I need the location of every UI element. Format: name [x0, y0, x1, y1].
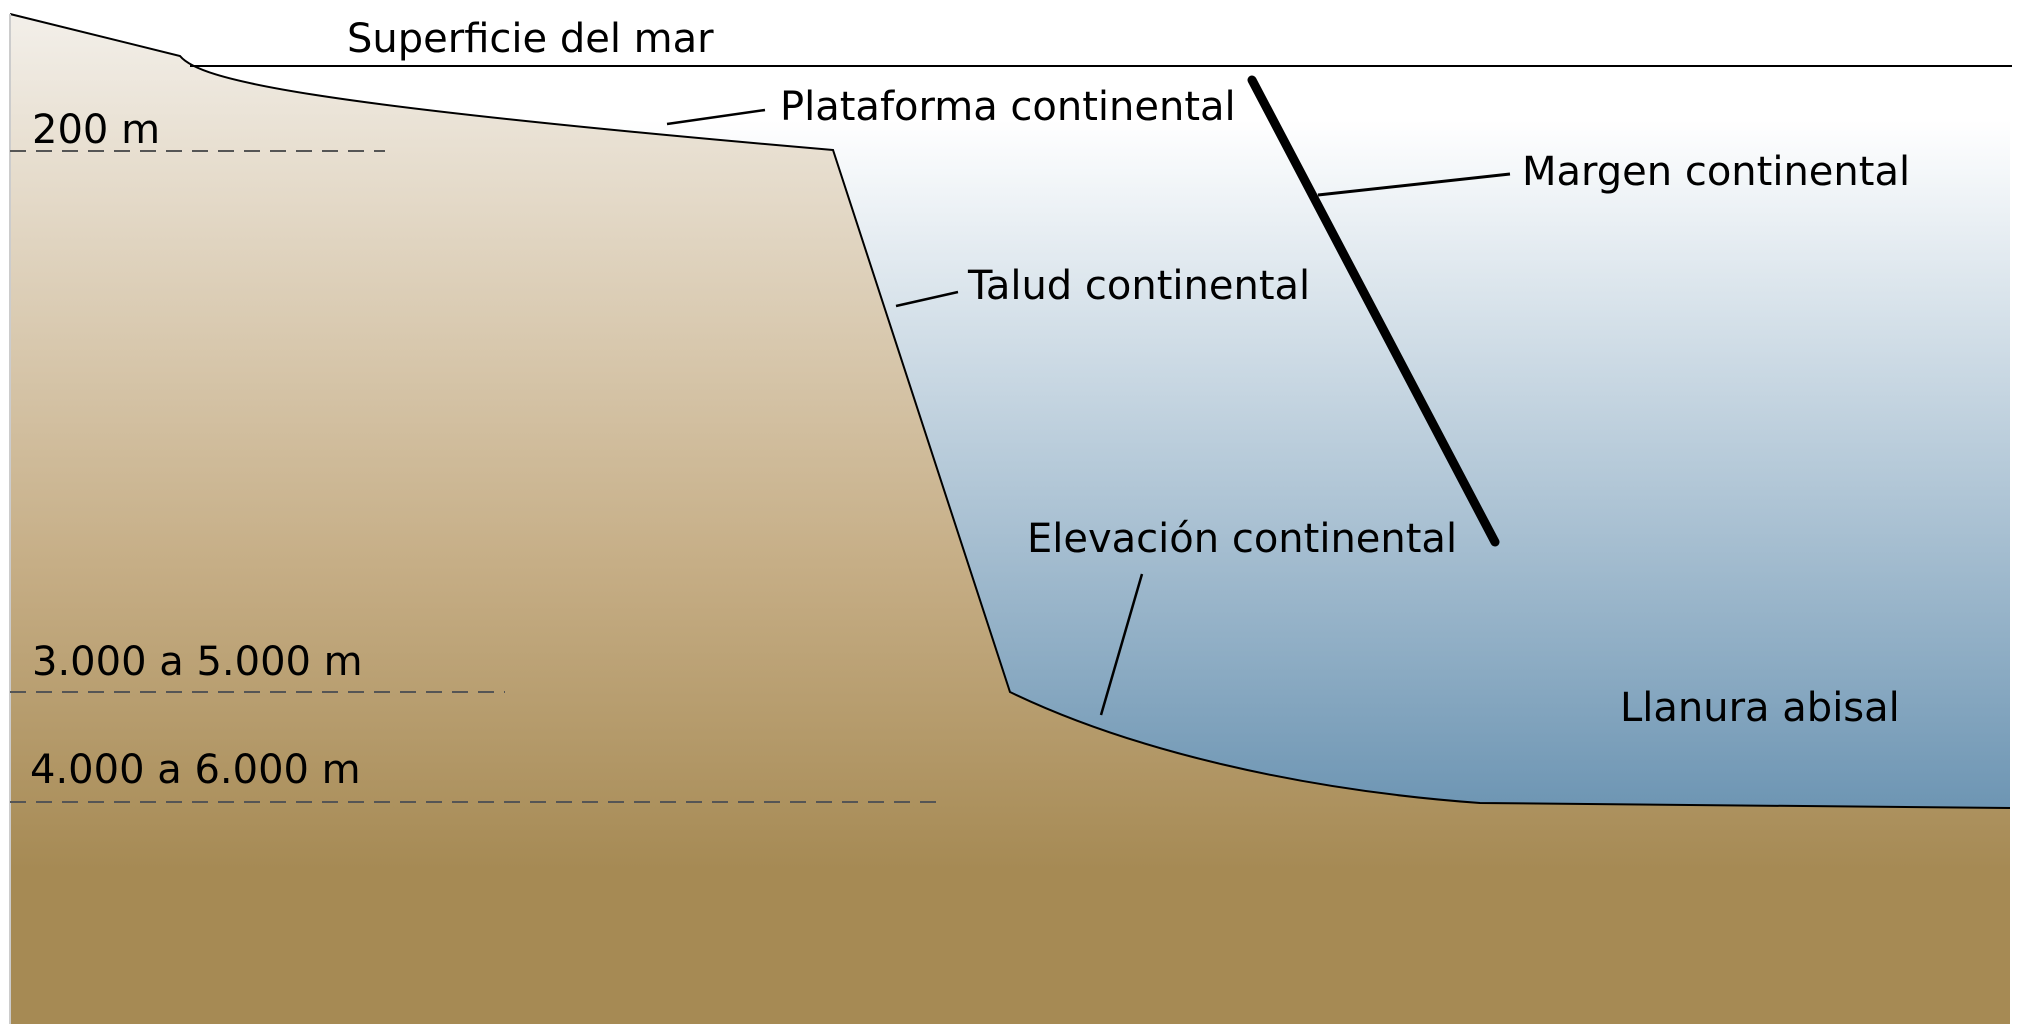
leader-continental-margin	[1317, 172, 1511, 197]
sea-surface-label: Superficie del mar	[347, 16, 714, 62]
leader-continental-slope	[895, 290, 959, 308]
depth-label-3000m: 3.000 a 5.000 m	[32, 639, 363, 685]
ocean-water	[190, 66, 2010, 808]
depth-label-4000m: 4.000 a 6.000 m	[30, 747, 361, 793]
continental-margin-label: Margen continental	[1522, 149, 1910, 195]
seafloor-outline	[9, 13, 2011, 809]
abyssal-plain-label: Llanura abisal	[1620, 685, 1900, 731]
leader-continental-rise	[1099, 573, 1144, 716]
continental-shelf-label: Plataforma continental	[780, 84, 1236, 130]
depth-label-200m: 200 m	[32, 107, 160, 153]
land-seafloor	[10, 14, 2010, 1024]
leader-continental-shelf	[666, 108, 766, 126]
continental-margin-bar	[1247, 75, 1500, 547]
continental-rise-label: Elevación continental	[1027, 516, 1457, 562]
continental-slope-label: Talud continental	[967, 263, 1310, 309]
